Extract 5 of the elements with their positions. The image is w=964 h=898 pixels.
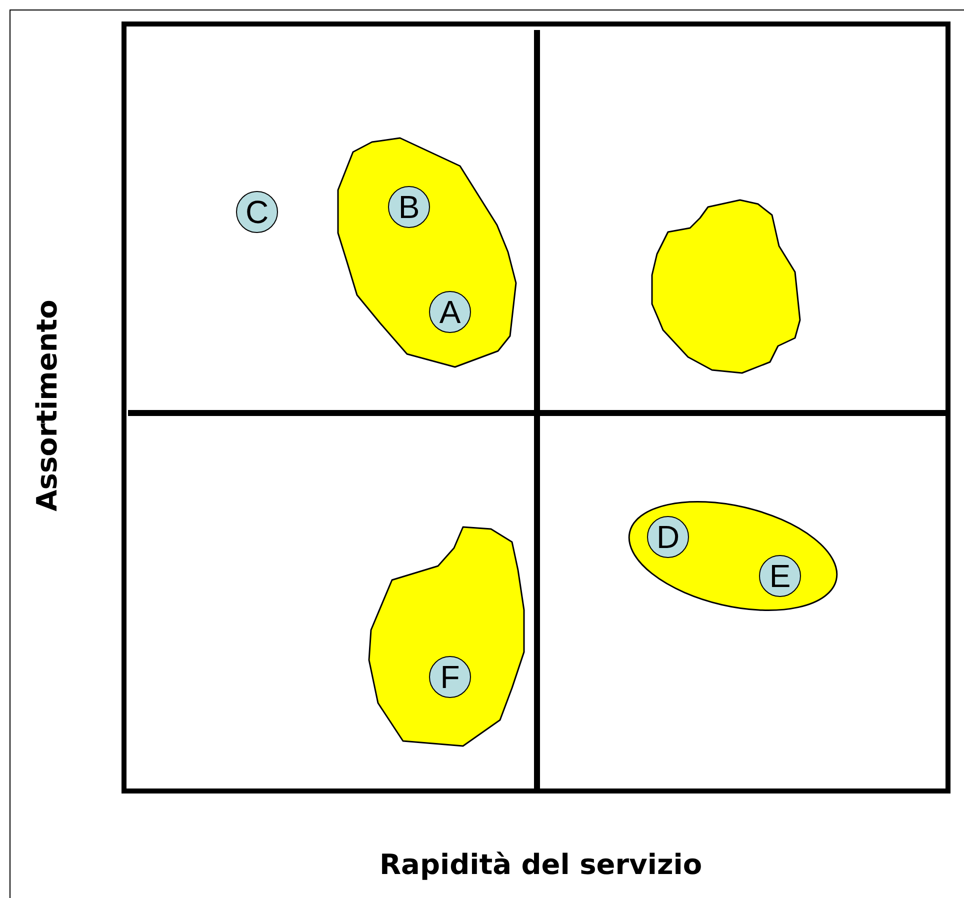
axis-label: Assortimento [30, 299, 64, 511]
cluster-blob [367, 525, 526, 748]
cluster-blob [650, 198, 802, 375]
position-marker: C [236, 191, 278, 233]
axis-label: Rapidità del servizio [380, 848, 702, 880]
